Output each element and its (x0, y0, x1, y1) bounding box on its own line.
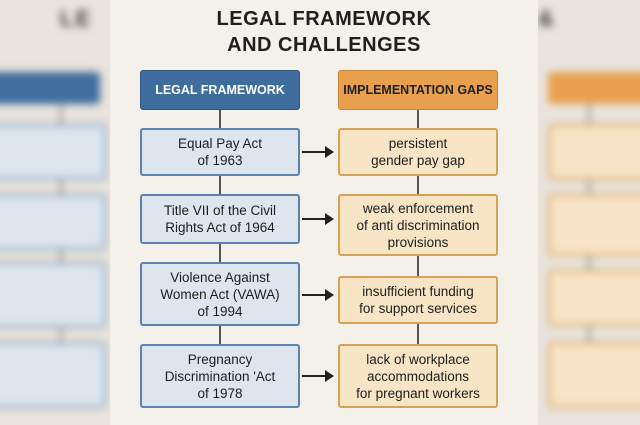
law-box-pregnancy-discrimination-act: Pregnancy Discrimination 'Act of 1978 (140, 344, 300, 408)
gap-box-insufficient-funding: insufficient funding for support service… (338, 276, 498, 324)
implementation-gaps-header: IMPLEMENTATION GAPS (338, 70, 498, 110)
arrow-row-4 (302, 370, 334, 382)
title-line-2: AND CHALLENGES (227, 34, 421, 56)
diagram-card: LEGAL FRAMEWORK AND CHALLENGES LEGAL FRA… (110, 0, 538, 425)
arrow-row-1 (302, 146, 334, 158)
blurred-background-left: LE (0, 0, 112, 425)
law-box-title-vii: Title VII of the Civil Rights Act of 196… (140, 194, 300, 244)
blurred-background-right: & (538, 0, 640, 425)
gap-box-workplace-accommodations: lack of workplace accommodations for pre… (338, 344, 498, 408)
arrow-row-3 (302, 289, 334, 301)
diagram-title: LEGAL FRAMEWORK AND CHALLENGES (110, 6, 538, 58)
law-box-vawa: Violence Against Women Act (VAWA) of 199… (140, 262, 300, 326)
gap-box-pay-gap: persistent gender pay gap (338, 128, 498, 176)
legal-framework-header: LEGAL FRAMEWORK (140, 70, 300, 110)
title-line-1: LEGAL FRAMEWORK (216, 8, 432, 30)
arrow-row-2 (302, 213, 334, 225)
law-box-equal-pay-act: Equal Pay Act of 1963 (140, 128, 300, 176)
gap-box-weak-enforcement: weak enforcement of anti discrimination … (338, 194, 498, 256)
